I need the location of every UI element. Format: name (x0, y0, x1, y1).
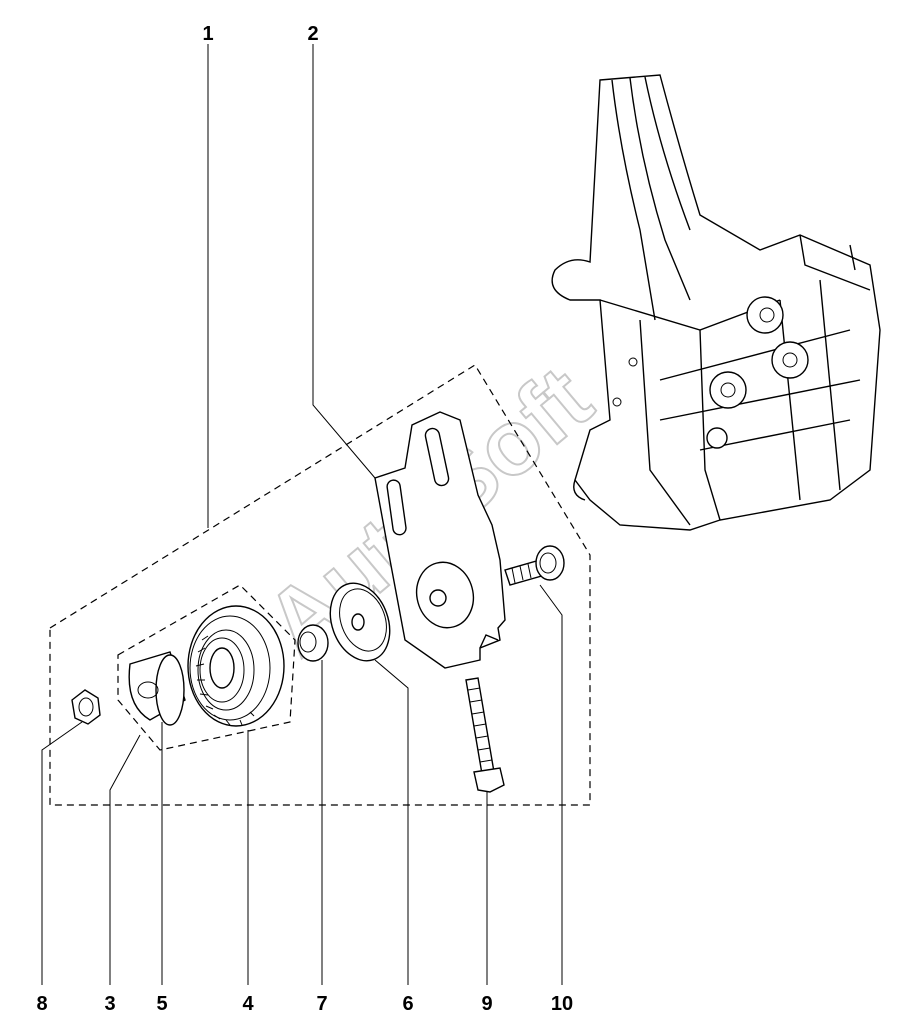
pulley-4 (187, 605, 285, 727)
leader-3 (109, 734, 141, 985)
adjusting-plate (374, 411, 506, 669)
cap-5 (128, 651, 186, 726)
leader-8 (41, 721, 83, 985)
callout-2: 2 (307, 23, 318, 45)
callout-numbers: 1 2 8 3 5 4 7 6 9 10 (36, 23, 573, 1015)
callout-4: 4 (242, 993, 254, 1015)
callout-7: 7 (316, 993, 327, 1015)
callout-6: 6 (402, 993, 413, 1015)
leader-6 (374, 659, 409, 985)
callout-9: 9 (481, 993, 492, 1015)
washer-6 (329, 582, 391, 662)
callout-5: 5 (156, 993, 167, 1015)
assembly-boundary (49, 364, 591, 806)
leader-2 (312, 44, 376, 479)
bolt-9 (465, 677, 505, 793)
engine-bracket (551, 74, 881, 531)
callout-1: 1 (202, 23, 213, 45)
callout-8: 8 (36, 993, 47, 1015)
bolt-10 (504, 545, 565, 586)
bushing-7 (297, 624, 329, 662)
nut-8 (71, 689, 101, 725)
callout-3: 3 (104, 993, 115, 1015)
leader-10 (539, 584, 563, 985)
callout-10: 10 (551, 993, 573, 1015)
leader-lines (41, 44, 563, 985)
